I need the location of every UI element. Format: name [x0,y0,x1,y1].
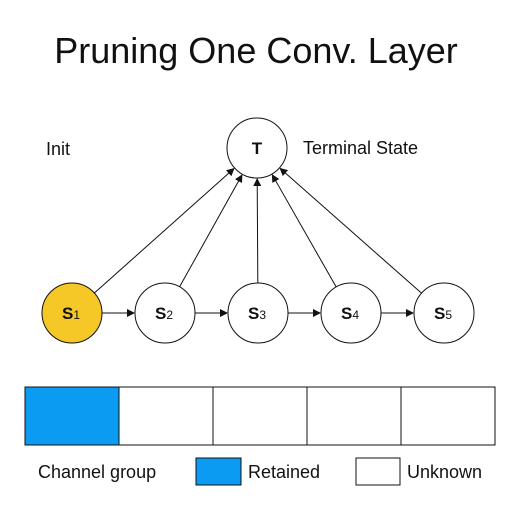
diagram-title: Pruning One Conv. Layer [54,30,458,71]
state-circle-s3 [227,282,289,344]
legend-unknown-label: Unknown [407,462,482,482]
arrow-s5-to-terminal [279,167,422,294]
terminal-node-label: T [252,139,263,158]
state-circle-s1 [41,282,103,344]
state-label-main: S [155,304,166,323]
state-label-main: S [341,304,352,323]
channel-group-cell-2 [118,386,214,446]
channel-group-bar [24,386,496,446]
channel-group-cell-4 [306,386,402,446]
state-label-s5: S5 [434,304,452,323]
state-label-sub: 2 [166,308,173,322]
state-label-s3: S3 [248,304,266,323]
state-circle-s4 [320,282,382,344]
state-label-sub: 1 [73,308,80,322]
state-label-main: S [434,304,445,323]
channel-group-cell-5 [400,386,496,446]
state-label-sub: 4 [352,308,359,322]
legend-unknown-swatch [355,457,401,486]
state-circle-s2 [134,282,196,344]
terminal-circle [226,117,288,179]
state-label-sub: 5 [445,308,452,322]
state-label-main: S [62,304,73,323]
arrow-s2-to-terminal [179,174,243,288]
state-label-sub: 3 [259,308,266,322]
legend-retained-swatch [195,457,242,486]
state-label-main: S [248,304,259,323]
state-node-s2: S2 [134,282,196,344]
init-label: Init [46,139,70,159]
legend-retained-label: Retained [248,462,320,482]
state-label-s4: S4 [341,304,359,323]
arrows-layer [94,167,422,317]
arrow-s3-to-terminal [253,177,262,284]
state-node-s5: S5 [413,282,475,344]
arrow-s4-to-terminal [271,174,337,288]
state-label-s2: S2 [155,304,173,323]
state-circle-s5 [413,282,475,344]
terminal-state-label: Terminal State [303,138,418,158]
channel-group-cell-3 [212,386,308,446]
legend-channel-group-label: Channel group [38,462,156,482]
state-node-s4: S4 [320,282,382,344]
terminal-node: T [226,117,288,179]
state-node-s3: S3 [227,282,289,344]
state-node-s1: S1 [41,282,103,344]
arrow-s1-to-terminal [94,167,235,294]
channel-group-cell-1 [24,386,120,446]
state-label-s1: S1 [62,304,80,323]
